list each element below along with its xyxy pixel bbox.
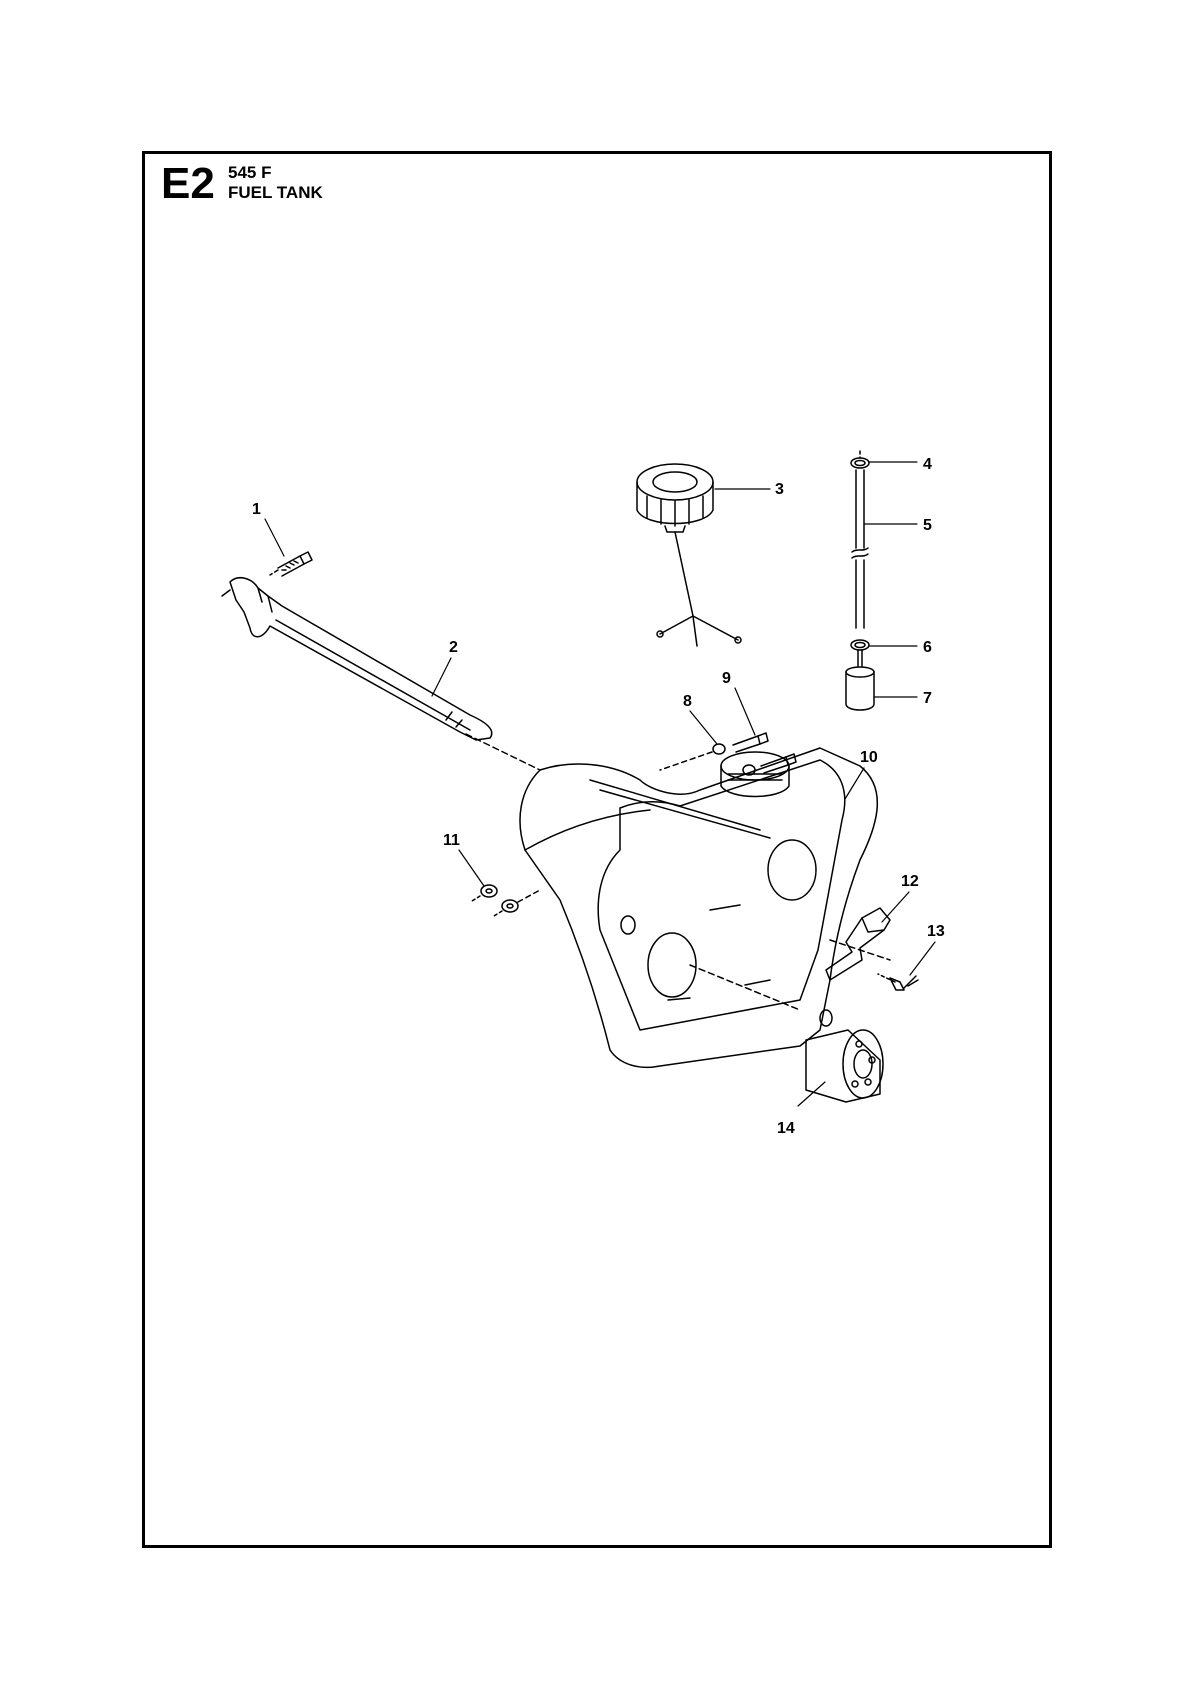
callout-12: 12	[901, 873, 919, 890]
callout-1: 1	[252, 501, 261, 518]
callout-11: 11	[443, 832, 460, 849]
callout-6: 6	[923, 639, 932, 656]
callout-8: 8	[683, 693, 692, 710]
part-11-nut	[472, 885, 540, 916]
part-9-screw	[660, 733, 796, 773]
part-4-o-ring	[851, 458, 869, 468]
callout-14: 14	[777, 1120, 795, 1137]
part-13-screw	[878, 974, 918, 990]
part-2-handle	[222, 578, 540, 770]
callout-3: 3	[775, 481, 784, 498]
callout-2: 2	[449, 639, 458, 656]
callout-13: 13	[927, 923, 945, 940]
part-6-o-ring	[851, 640, 869, 666]
part-7-fuel-filter	[846, 667, 874, 710]
callout-numbers: 1 2 3 4 5 6 7 8 9 10 11 12 13 14	[252, 456, 945, 1137]
leader-lines	[265, 462, 935, 1106]
part-3-fuel-cap	[637, 464, 741, 646]
callout-10: 10	[860, 749, 878, 766]
callout-5: 5	[923, 517, 932, 534]
part-1-screw	[270, 552, 312, 576]
callout-4: 4	[923, 456, 932, 473]
part-8-washer	[713, 744, 755, 775]
part-10-fuel-tank	[520, 748, 890, 1067]
part-14-buffer	[806, 1030, 883, 1102]
callout-9: 9	[722, 670, 731, 687]
callout-7: 7	[923, 690, 932, 707]
part-5-fuel-hose	[852, 451, 868, 628]
